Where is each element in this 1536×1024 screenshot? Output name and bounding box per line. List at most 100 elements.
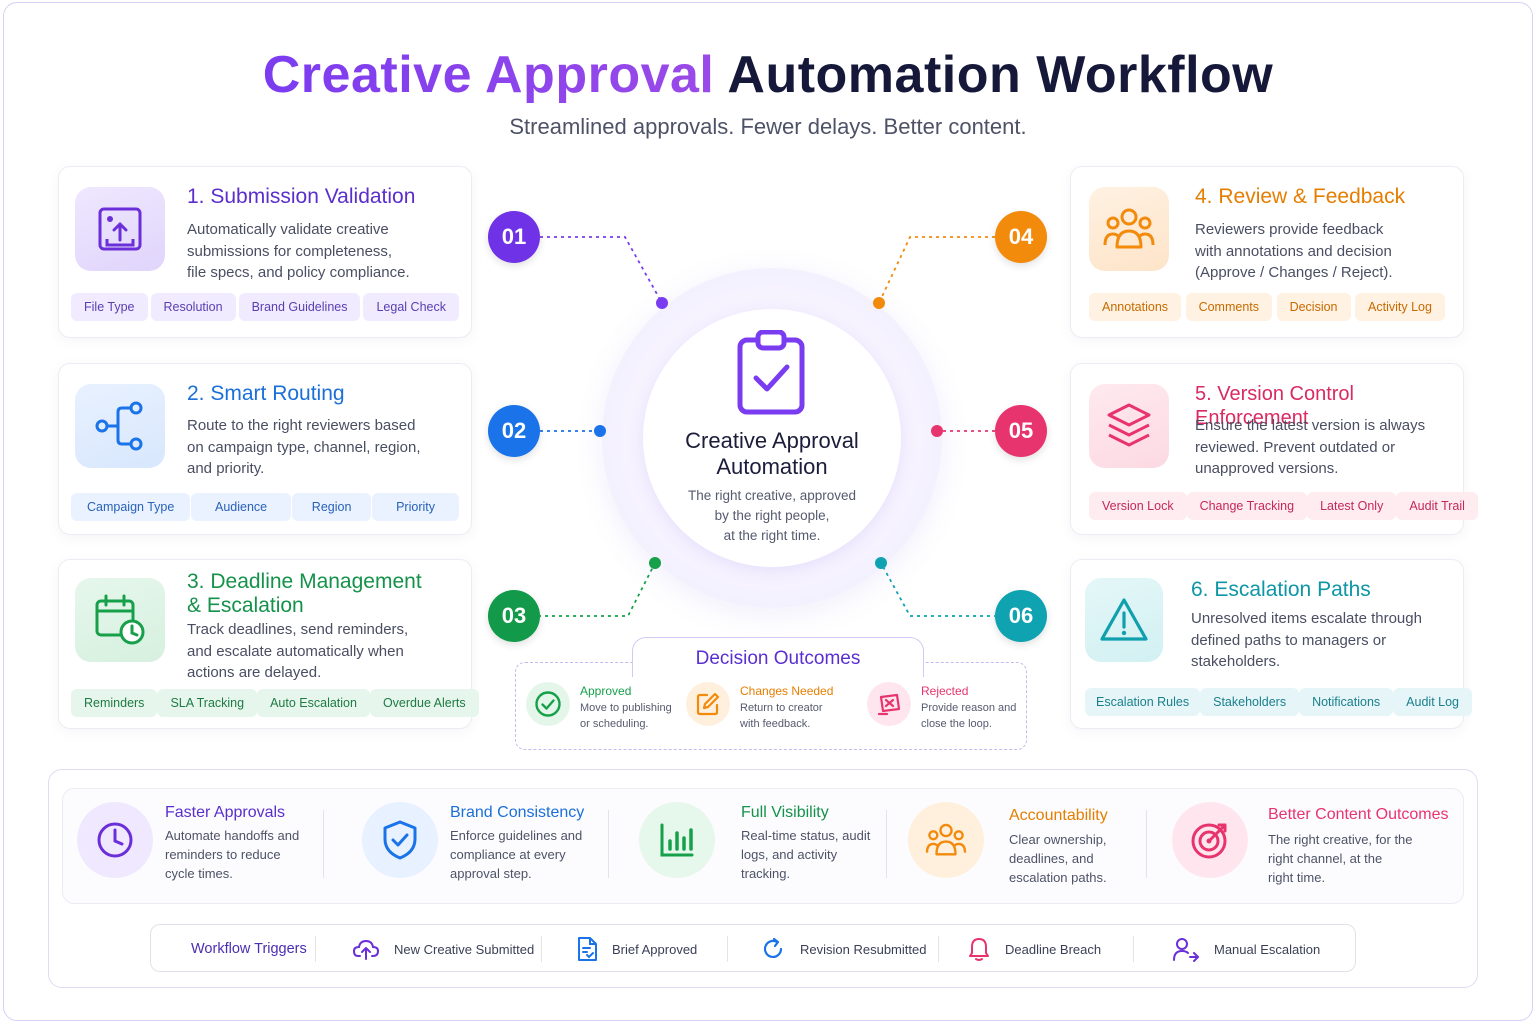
trigger-label: New Creative Submitted [394,941,535,957]
benefit-desc-line: Enforce guidelines and [450,828,583,843]
step-card-version-control[interactable]: 5. Version Control Enforcement Ensure th… [1070,363,1478,535]
step-title: 3. Deadline Management & Escalation [187,570,422,618]
tag[interactable]: Decision [1276,293,1351,321]
desc-line: and escalate automatically when [187,642,404,660]
outcome-desc-line: Provide reason and [921,702,1017,714]
tag[interactable]: Reminders [71,689,158,717]
tag[interactable]: Campaign Type [71,493,191,521]
tag[interactable]: Annotations [1089,293,1182,321]
tag-row: File Type Resolution Brand Guidelines Le… [71,293,459,321]
tag[interactable]: Latest Only [1307,492,1397,520]
benefit-desc-line: tracking. [741,866,791,881]
tag[interactable]: Change Tracking [1186,492,1308,520]
title-highlight: Creative Approval [262,46,715,104]
tag[interactable]: Activity Log [1355,293,1445,321]
connector-dot [649,557,661,569]
desc-line: actions are delayed. [187,664,322,681]
trigger-label: Deadline Breach [1005,941,1102,957]
benefit-desc-line: cycle times. [165,866,233,881]
tag[interactable]: Audit Trail [1396,492,1478,520]
step-description: Automatically validate creative submissi… [187,219,410,284]
step-title: 6. Escalation Paths [1191,578,1371,601]
layers-icon [1089,384,1169,468]
clock-icon [77,802,153,878]
tag[interactable]: Region [291,493,372,521]
step-title: 1. Submission Validation [187,185,416,208]
tag[interactable]: Stakeholders [1200,688,1300,716]
step-card-deadline-management[interactable]: 3. Deadline Management & Escalation Trac… [58,559,479,729]
trigger-label: Manual Escalation [1214,941,1321,957]
workflow-triggers-bar [150,924,1356,972]
divider [541,936,542,962]
trigger-new-creative[interactable]: New Creative Submitted [352,936,534,962]
desc-line: file specs, and policy compliance. [187,264,410,281]
tag[interactable]: Resolution [150,293,236,321]
divider [323,810,324,878]
trigger-revision-resubmitted[interactable]: Revision Resubmitted [760,936,926,962]
trigger-brief-approved[interactable]: Brief Approved [576,936,697,962]
divider [608,810,609,878]
center-hub[interactable] [643,309,901,567]
edit-icon [686,682,730,726]
step-card-escalation-paths[interactable]: 6. Escalation Paths Unresolved items esc… [1070,559,1472,729]
center-description: The right creative, approved by the righ… [643,486,901,546]
trigger-manual-escalation[interactable]: Manual Escalation [1172,936,1320,962]
tag-row: Annotations Comments Decision Activity L… [1089,293,1445,321]
tag[interactable]: Brand Guidelines [238,293,361,321]
outcome-title: Approved [580,684,632,698]
decision-tab [632,637,924,677]
benefit-title: Better Content Outcomes [1268,806,1449,823]
benefit-description: The right creative, for the right channe… [1268,830,1413,887]
tag[interactable]: Audit Log [1393,688,1472,716]
step-badge-01[interactable]: 01 [488,211,540,263]
benefit-desc-line: right channel, at the [1268,851,1383,866]
page-frame [3,2,1533,1021]
outcome-desc-line: or scheduling. [580,718,649,730]
tag[interactable]: Priority [372,493,459,521]
check-circle-icon [526,682,570,726]
image-upload-icon [75,187,165,271]
tag[interactable]: SLA Tracking [157,689,258,717]
step-card-smart-routing[interactable]: 2. Smart Routing Route to the right revi… [58,363,472,535]
step-badge-02[interactable]: 02 [488,405,540,457]
benefit-title: Accountability [1009,807,1108,824]
desc-line: submissions for completeness, [187,242,393,260]
tag[interactable]: Legal Check [363,293,459,321]
step-badge-03[interactable]: 03 [488,590,540,642]
connector-dot [931,425,943,437]
desc-line: stakeholders. [1191,653,1281,670]
target-icon [1172,802,1248,878]
benefit-desc-line: escalation paths. [1009,870,1107,885]
step-badge-05[interactable]: 05 [995,405,1047,457]
tag[interactable]: Escalation Rules [1085,688,1201,716]
tag[interactable]: Comments [1185,293,1273,321]
step-card-submission-validation[interactable]: 1. Submission Validation Automatically v… [58,166,472,338]
page-subtitle: Streamlined approvals. Fewer delays. Bet… [509,114,1027,139]
step-badge-06[interactable]: 06 [995,590,1047,642]
trigger-deadline-breach[interactable]: Deadline Breach [967,936,1101,962]
center-desc-line: at the right time. [723,528,821,543]
connector-dot [656,297,668,309]
step-card-review-feedback[interactable]: 4. Review & Feedback Reviewers provide f… [1070,166,1464,338]
benefit-description: Real-time status, audit logs, and activi… [741,826,870,883]
trigger-label: Brief Approved [612,941,698,957]
tag[interactable]: Audience [191,493,292,521]
benefit-desc-line: reminders to reduce [165,847,281,862]
tag[interactable]: File Type [71,293,148,321]
tag[interactable]: Version Lock [1089,492,1187,520]
step-title: 4. Review & Feedback [1195,185,1406,208]
step-title: 2. Smart Routing [187,382,345,405]
step-description: Ensure the latest version is always revi… [1195,415,1425,480]
outcome-description: Return to creator with feedback. [740,700,823,732]
outcome-desc-line: with feedback. [740,718,811,730]
step-title: 5. Version Control Enforcement [1195,383,1354,429]
tag[interactable]: Overdue Alerts [369,689,479,717]
benefit-desc-line: logs, and activity [741,847,838,862]
connector-dot [875,557,887,569]
step-badge-04[interactable]: 04 [995,211,1047,263]
tag[interactable]: Notifications [1299,688,1394,716]
tag[interactable]: Auto Escalation [257,689,370,717]
cloud-upload-icon [352,939,380,960]
desc-line: Reviewers provide feedback [1195,221,1384,238]
divider [315,936,316,962]
